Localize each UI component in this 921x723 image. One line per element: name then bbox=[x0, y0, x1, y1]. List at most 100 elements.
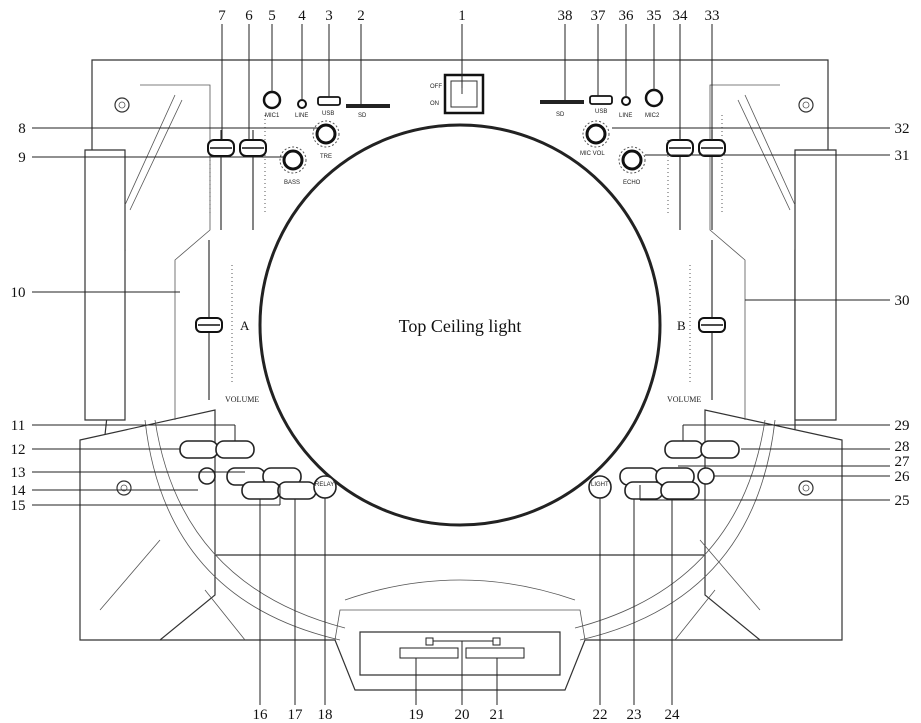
callout-1: 1 bbox=[458, 8, 466, 24]
button-17[interactable] bbox=[277, 481, 317, 500]
leader-lines bbox=[32, 24, 890, 705]
relay-button[interactable]: RELAY bbox=[313, 475, 337, 499]
knobs: TRE BASS MIC VOL ECHO bbox=[279, 120, 646, 186]
callout-23: 23 bbox=[627, 707, 642, 723]
callout-8: 8 bbox=[18, 121, 26, 137]
switch-on-label: ON bbox=[430, 101, 439, 107]
button-16[interactable] bbox=[241, 481, 281, 500]
channel-b-volume-slider[interactable]: B VOLUME bbox=[667, 240, 726, 404]
treble-knob[interactable]: TRE bbox=[312, 120, 340, 160]
callout-25: 25 bbox=[895, 493, 910, 509]
callout-32: 32 bbox=[895, 121, 910, 137]
callout-17: 17 bbox=[288, 707, 304, 723]
switch-off-label: OFF bbox=[430, 84, 442, 90]
channel-a-volume-slider[interactable]: A VOLUME bbox=[195, 240, 259, 404]
callout-24: 24 bbox=[665, 707, 681, 723]
channel-a-volume-label: VOLUME bbox=[225, 395, 259, 404]
callout-10: 10 bbox=[11, 285, 26, 301]
mic-volume-label: MIC VOL bbox=[580, 151, 605, 157]
sd-right-slot-icon bbox=[540, 100, 584, 104]
callout-36: 36 bbox=[619, 8, 635, 24]
slider-33[interactable] bbox=[698, 115, 726, 230]
callout-22: 22 bbox=[593, 707, 608, 723]
callout-11: 11 bbox=[11, 418, 25, 434]
bass-knob[interactable]: BASS bbox=[279, 146, 307, 186]
callout-26: 26 bbox=[895, 469, 911, 485]
callout-9: 9 bbox=[18, 150, 26, 166]
line-right-jack-icon bbox=[621, 96, 631, 106]
channel-a-label: A bbox=[240, 318, 250, 333]
button-28[interactable] bbox=[700, 440, 740, 459]
sd-right-label: SD bbox=[556, 112, 565, 118]
callout-15: 15 bbox=[11, 498, 26, 514]
mic-volume-knob[interactable]: MIC VOL bbox=[580, 120, 610, 157]
ceiling-light-disc: Top Ceiling light bbox=[258, 123, 662, 527]
mic2-jack-icon bbox=[644, 88, 664, 108]
callout-30: 30 bbox=[895, 293, 910, 309]
ceiling-light-label: Top Ceiling light bbox=[399, 316, 522, 336]
callout-2: 2 bbox=[357, 8, 365, 24]
line-left-label: LINE bbox=[295, 113, 308, 119]
channel-volume-sliders: A VOLUME B VOLUME bbox=[195, 240, 726, 404]
echo-knob[interactable]: ECHO bbox=[618, 146, 646, 186]
callout-38: 38 bbox=[558, 8, 573, 24]
eq-sliders bbox=[207, 115, 726, 230]
mic1-jack-icon bbox=[262, 90, 282, 110]
right-buttons: LIGHT bbox=[588, 440, 740, 500]
bass-label: BASS bbox=[284, 180, 300, 186]
button-12-left[interactable] bbox=[179, 440, 219, 459]
callout-16: 16 bbox=[253, 707, 269, 723]
button-26[interactable] bbox=[697, 467, 715, 485]
usb-right-port-icon bbox=[589, 95, 613, 105]
callout-31: 31 bbox=[895, 148, 910, 164]
slider-7[interactable] bbox=[207, 130, 235, 230]
callout-33: 33 bbox=[705, 8, 720, 24]
callout-29: 29 bbox=[895, 418, 910, 434]
line-right-label: LINE bbox=[619, 113, 632, 119]
button-24[interactable] bbox=[660, 481, 700, 500]
echo-label: ECHO bbox=[623, 180, 641, 186]
callout-27: 27 bbox=[895, 454, 911, 470]
display-left bbox=[399, 647, 459, 659]
callout-20: 20 bbox=[455, 707, 470, 723]
button-11[interactable] bbox=[215, 440, 255, 459]
power-switch[interactable]: OFF ON bbox=[430, 73, 485, 115]
callout-34: 34 bbox=[673, 8, 689, 24]
callout-6: 6 bbox=[245, 8, 253, 24]
light-button[interactable]: LIGHT bbox=[588, 475, 612, 499]
bottom-display bbox=[359, 631, 561, 676]
mic2-label: MIC2 bbox=[645, 113, 660, 119]
callout-21: 21 bbox=[490, 707, 505, 723]
usb-left-label: USB bbox=[322, 111, 334, 117]
usb-right-label: USB bbox=[595, 109, 607, 115]
slider-6[interactable] bbox=[239, 115, 267, 230]
callout-19: 19 bbox=[409, 707, 424, 723]
channel-b-volume-label: VOLUME bbox=[667, 395, 701, 404]
callout-35: 35 bbox=[647, 8, 662, 24]
treble-label: TRE bbox=[320, 154, 332, 160]
callout-37: 37 bbox=[591, 8, 607, 24]
button-29[interactable] bbox=[664, 440, 704, 459]
line-left-jack-icon bbox=[297, 99, 307, 109]
callout-3: 3 bbox=[325, 8, 333, 24]
callout-5: 5 bbox=[268, 8, 276, 24]
usb-left-port-icon bbox=[317, 96, 341, 106]
sd-left-slot-icon bbox=[346, 104, 390, 108]
callout-7: 7 bbox=[218, 8, 226, 24]
sd-left-label: SD bbox=[358, 113, 367, 119]
button-14[interactable] bbox=[198, 467, 216, 485]
channel-b-label: B bbox=[677, 318, 686, 333]
callout-13: 13 bbox=[11, 465, 26, 481]
mic1-label: MIC1 bbox=[265, 113, 280, 119]
callout-18: 18 bbox=[318, 707, 333, 723]
display-right bbox=[465, 647, 525, 659]
callout-28: 28 bbox=[895, 439, 910, 455]
relay-label: RELAY bbox=[315, 482, 334, 488]
callout-4: 4 bbox=[298, 8, 306, 24]
callout-numbers: 1 2 3 4 5 6 7 8 9 10 11 12 13 14 15 16 1… bbox=[11, 8, 911, 723]
button-23[interactable] bbox=[624, 481, 664, 500]
callout-14: 14 bbox=[11, 483, 27, 499]
callout-12: 12 bbox=[11, 442, 26, 458]
light-label: LIGHT bbox=[591, 482, 609, 488]
